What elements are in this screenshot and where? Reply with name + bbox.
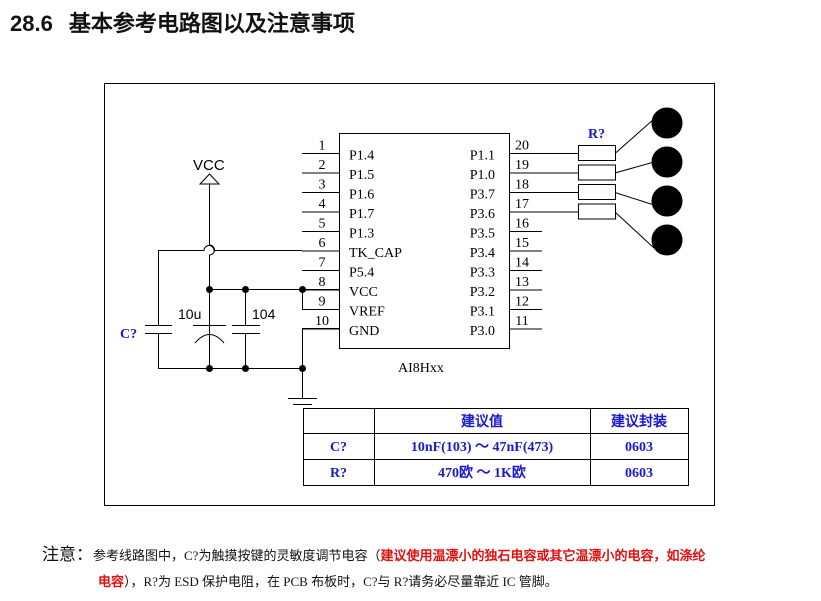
note-paragraph: 注意：参考线路图中，C?为触摸按键的灵敏度调节电容（建议使用温漂小的独石电容或其… <box>42 545 706 589</box>
resistor <box>578 203 616 220</box>
pin-name: P3.6 <box>470 207 495 222</box>
pin-name: P1.5 <box>349 168 374 183</box>
cap-touch-label: C? <box>120 327 137 342</box>
chip-name: AI8Hxx <box>398 361 444 376</box>
vcc-label: VCC <box>193 157 225 174</box>
table-header-cell: 建议封装 <box>611 413 668 430</box>
pin-number: 5 <box>319 217 326 232</box>
table-cell: 0603 <box>625 466 653 481</box>
diagram-frame <box>104 83 715 506</box>
vcc-arrow-icon <box>198 173 221 185</box>
pin-number: 2 <box>319 158 326 173</box>
junction-dots <box>206 286 306 372</box>
table-cell: 10nF(103) ～ 47nF(473) <box>411 440 554 455</box>
chip-body <box>339 133 510 349</box>
touch-pad <box>651 107 683 139</box>
pin-name: P3.4 <box>470 246 495 261</box>
pin-name: P1.1 <box>470 149 495 164</box>
pin-name: P3.0 <box>470 324 495 339</box>
pin-number: 11 <box>515 314 528 329</box>
pin-number: 1 <box>319 139 326 154</box>
pin-number: 8 <box>319 275 326 290</box>
pin-number: 6 <box>319 236 326 251</box>
pin-name: P1.7 <box>349 207 374 222</box>
pin-name: P1.0 <box>470 168 495 183</box>
wire <box>614 192 655 206</box>
pin-number: 9 <box>319 295 326 310</box>
pin-name: GND <box>349 324 379 339</box>
resistor <box>578 145 616 161</box>
pin-number: 18 <box>515 178 529 193</box>
table-header-cell: 建议值 <box>461 413 503 430</box>
spec-table <box>303 408 689 486</box>
pin-number: 10 <box>315 314 329 329</box>
table-cell: R? <box>330 466 347 481</box>
pin-name: P3.7 <box>470 188 495 203</box>
table-cell: 0603 <box>625 440 653 455</box>
pin-number: 19 <box>515 158 529 173</box>
pin-number: 20 <box>515 139 529 154</box>
pin-number: 15 <box>515 236 529 251</box>
resistor-label: R? <box>588 127 605 142</box>
pin-name: P1.6 <box>349 188 374 203</box>
pin-number: 7 <box>319 256 326 271</box>
pin-number: 3 <box>319 178 326 193</box>
pin-number: 17 <box>515 197 529 212</box>
wire <box>614 118 655 154</box>
pin-name: P5.4 <box>349 266 374 281</box>
pin-number: 16 <box>515 217 529 232</box>
wire <box>614 211 655 249</box>
pin-name: P3.1 <box>470 305 495 320</box>
table-cell: C? <box>330 440 347 455</box>
pin-name: P1.3 <box>349 227 374 242</box>
touch-pad <box>651 185 683 217</box>
cap-10u-label: 10u <box>178 306 201 322</box>
pin-name: P3.5 <box>470 227 495 242</box>
pin-name: TK_CAP <box>349 246 402 261</box>
pin-number: 12 <box>515 295 529 310</box>
table-cell: 470欧 ～ 1K欧 <box>438 464 526 481</box>
cap-104-label: 104 <box>252 306 276 322</box>
pin-number: 4 <box>319 197 326 212</box>
pin-number: 14 <box>515 256 529 271</box>
pin-name: VCC <box>349 285 378 300</box>
pin-number: 13 <box>515 275 529 290</box>
pin-name: P1.4 <box>349 149 374 164</box>
touch-pad <box>651 146 683 178</box>
pin-name: P3.3 <box>470 266 495 281</box>
touch-pad <box>651 224 683 256</box>
pin-name: P3.2 <box>470 285 495 300</box>
resistor <box>578 184 616 200</box>
wire <box>614 161 655 174</box>
resistor <box>578 164 616 181</box>
pin-name: VREF <box>349 305 385 320</box>
wires <box>145 184 339 405</box>
